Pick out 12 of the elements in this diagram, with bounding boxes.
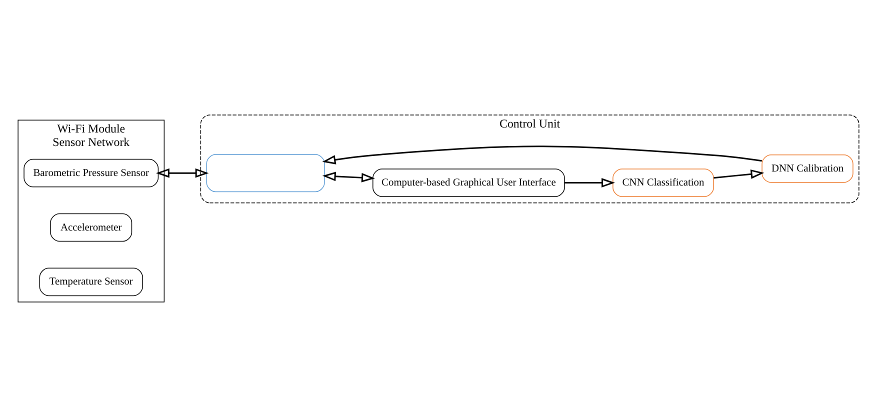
arrow bbox=[714, 168, 764, 178]
node-box: Computer-based Graphical User Interface bbox=[372, 168, 565, 196]
node-box: Temperature Sensor bbox=[39, 267, 143, 296]
node-box: CNN Classification bbox=[612, 168, 714, 196]
node-box: Accelerometer bbox=[50, 212, 132, 242]
node-box bbox=[206, 154, 325, 192]
arrow bbox=[564, 178, 615, 187]
arrow bbox=[322, 171, 375, 182]
arrow bbox=[156, 168, 209, 178]
arrow bbox=[322, 145, 762, 164]
node-box: Barometric Pressure Sensor bbox=[24, 158, 159, 187]
node-box: DNN Calibration bbox=[762, 154, 854, 182]
